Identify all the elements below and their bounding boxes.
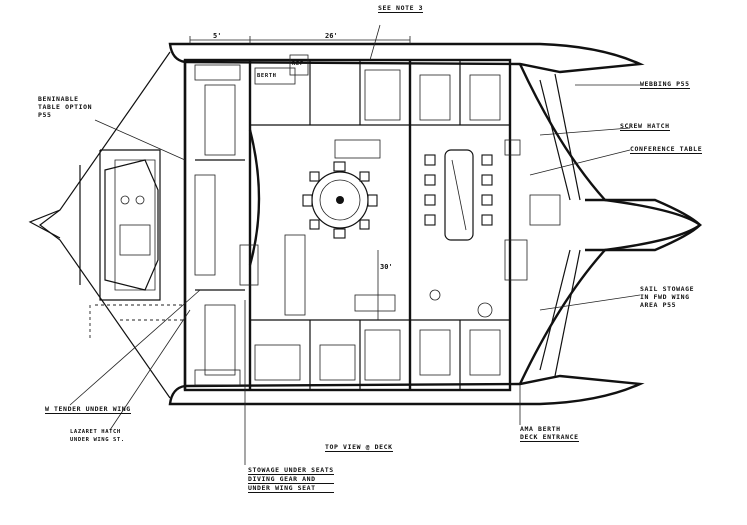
leader-lines	[69, 24, 641, 465]
cabin-walls	[183, 58, 512, 392]
conference-table-label: CONFERENCE TABLE	[630, 145, 703, 154]
stowage-label: STOWAGE UNDER SEATS DIVING GEAR AND UNDE…	[248, 466, 334, 493]
lazaret-hatch-label: LAZARET HATCH UNDER WING ST.	[70, 429, 125, 443]
note-label: SEE NOTE 3	[378, 4, 424, 13]
webbing-label: WEBBING P55	[640, 80, 690, 89]
dimension-26ft: 26'	[325, 32, 338, 40]
counters	[194, 84, 528, 376]
berth-label: BERTH	[257, 73, 277, 79]
ref-label: REF	[292, 61, 304, 67]
screw-hatch-label: SCREW HATCH	[620, 122, 670, 131]
dimension-5ft: 5'	[213, 32, 222, 40]
dimension-30ft: 30'	[380, 263, 393, 271]
dashed-lines	[89, 304, 185, 340]
conference-table	[424, 149, 493, 241]
tender-label: W TENDER UNDER WING	[45, 405, 131, 414]
dimension-lines	[189, 36, 411, 320]
ama-berth-label: AMA BERTH DECK ENTRANCE	[520, 425, 579, 442]
bimini-label: BENINABLE TABLE OPTION P55	[38, 95, 93, 119]
top-view-label: TOP VIEW @ DECK	[325, 443, 393, 452]
fixtures	[194, 54, 561, 386]
sail-stowage-label: SAIL STOWAGE IN FWD WING AREA P55	[640, 285, 695, 309]
round-dining-table	[302, 161, 378, 239]
forward-lounge	[104, 159, 159, 291]
